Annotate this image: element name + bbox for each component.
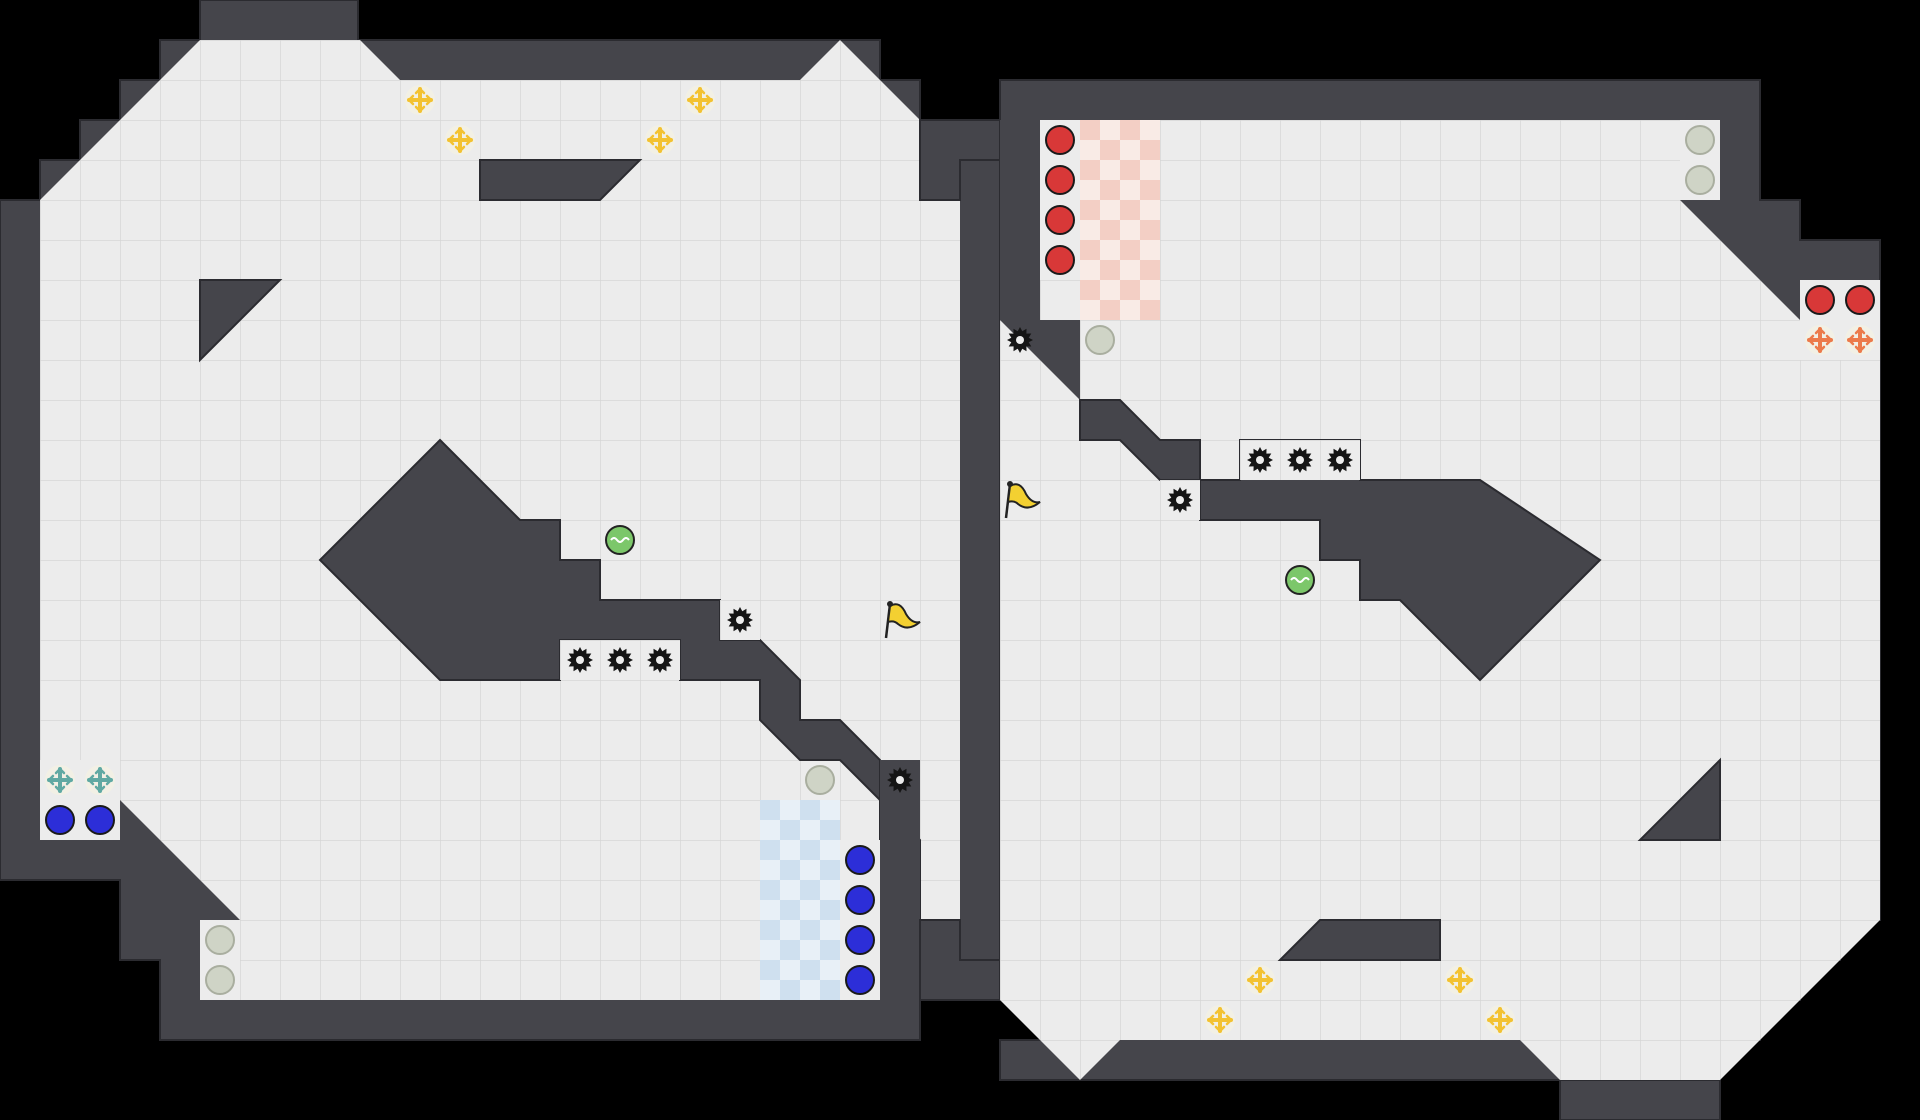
plus-arrow-powerup-icon[interactable]: [85, 765, 115, 795]
red-zone: [1080, 120, 1160, 320]
spiked-mine-icon: [1167, 487, 1193, 513]
blue-unit-token[interactable]: [845, 965, 875, 995]
red-unit-token[interactable]: [1805, 285, 1835, 315]
red-unit-token[interactable]: [1045, 205, 1075, 235]
empty-slot-icon[interactable]: [1685, 125, 1715, 155]
spiked-mine-icon: [1287, 447, 1313, 473]
right-triangle: [1637, 757, 1721, 841]
spiked-mine-icon: [1247, 447, 1273, 473]
right-west-wall: [1000, 120, 1040, 320]
red-unit-token[interactable]: [1045, 245, 1075, 275]
spiked-mine-icon: [1007, 327, 1033, 353]
pieces-layer: [45, 85, 1875, 1035]
red-unit-token[interactable]: [1045, 125, 1075, 155]
spiked-mine-icon: [647, 647, 673, 673]
spiked-mine-icon: [1327, 447, 1353, 473]
spiked-mine-icon: [607, 647, 633, 673]
plus-arrow-powerup-icon[interactable]: [1845, 325, 1875, 355]
empty-slot-icon[interactable]: [205, 925, 235, 955]
plus-arrow-powerup-icon[interactable]: [445, 125, 475, 155]
plus-arrow-powerup-icon[interactable]: [1205, 1005, 1235, 1035]
empty-slot-icon[interactable]: [805, 765, 835, 795]
plus-arrow-powerup-icon[interactable]: [685, 85, 715, 115]
empty-slot-icon[interactable]: [1685, 165, 1715, 195]
blue-unit-token[interactable]: [85, 805, 115, 835]
right-room: [999, 79, 1881, 1120]
plus-arrow-powerup-icon[interactable]: [1485, 1005, 1515, 1035]
plus-arrow-powerup-icon[interactable]: [1445, 965, 1475, 995]
plus-arrow-powerup-icon[interactable]: [1245, 965, 1275, 995]
right-bottom-bar: [1277, 919, 1441, 961]
empty-slot-icon[interactable]: [1085, 325, 1115, 355]
blue-unit-token[interactable]: [845, 885, 875, 915]
green-orb-icon[interactable]: [1285, 565, 1315, 595]
left-east-wall: [880, 760, 920, 1000]
red-unit-token[interactable]: [1845, 285, 1875, 315]
flag-icon[interactable]: [1004, 481, 1041, 519]
left-room: [0, 0, 1001, 1041]
left-triangle: [199, 279, 283, 363]
empty-slot-icon[interactable]: [205, 965, 235, 995]
plus-arrow-powerup-icon[interactable]: [645, 125, 675, 155]
plus-arrow-powerup-icon[interactable]: [1805, 325, 1835, 355]
spiked-mine-icon: [567, 647, 593, 673]
green-orb-icon[interactable]: [605, 525, 635, 555]
blue-unit-token[interactable]: [845, 925, 875, 955]
plus-arrow-powerup-icon[interactable]: [405, 85, 435, 115]
plus-arrow-powerup-icon[interactable]: [45, 765, 75, 795]
flag-icon[interactable]: [884, 601, 921, 639]
spiked-mine-icon: [887, 767, 913, 793]
blue-zone: [760, 800, 840, 1000]
left-top-bar: [479, 159, 643, 201]
spiked-mine-icon: [727, 607, 753, 633]
blue-unit-token[interactable]: [845, 845, 875, 875]
blue-unit-token[interactable]: [45, 805, 75, 835]
red-unit-token[interactable]: [1045, 165, 1075, 195]
